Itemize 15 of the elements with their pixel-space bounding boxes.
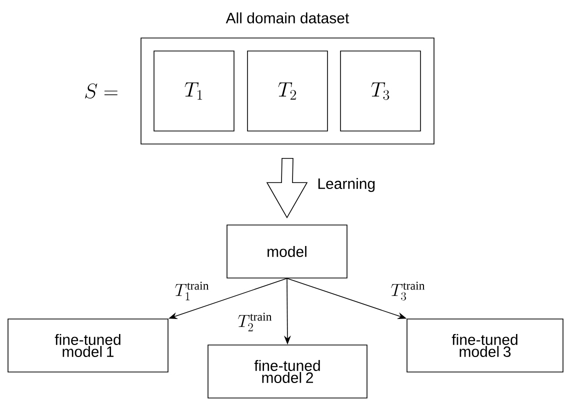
subset-box: $T_2$ <box>247 50 328 132</box>
hollow-arrow <box>266 158 308 218</box>
edge-label: $T_2^{\mathrm{train}}$ <box>236 312 274 332</box>
subset-box: $T_1$ <box>154 50 234 132</box>
edge-label: $T_3^{\mathrm{train}}$ <box>390 280 426 302</box>
subset-box: $T_3$ <box>340 50 421 132</box>
dataset-box <box>140 38 434 144</box>
edge-label: $T_1^{\mathrm{train}}$ <box>174 280 210 302</box>
model-box: fine-tuned model 2 <box>208 344 368 398</box>
model-box: fine-tuned model 3 <box>406 318 564 372</box>
heading: All domain dataset <box>226 12 350 24</box>
equation-label: $S =$ <box>85 83 118 99</box>
model-box: model <box>226 224 348 278</box>
model-box: fine-tuned model 1 <box>8 318 168 372</box>
edge-label: Learning <box>318 178 375 192</box>
